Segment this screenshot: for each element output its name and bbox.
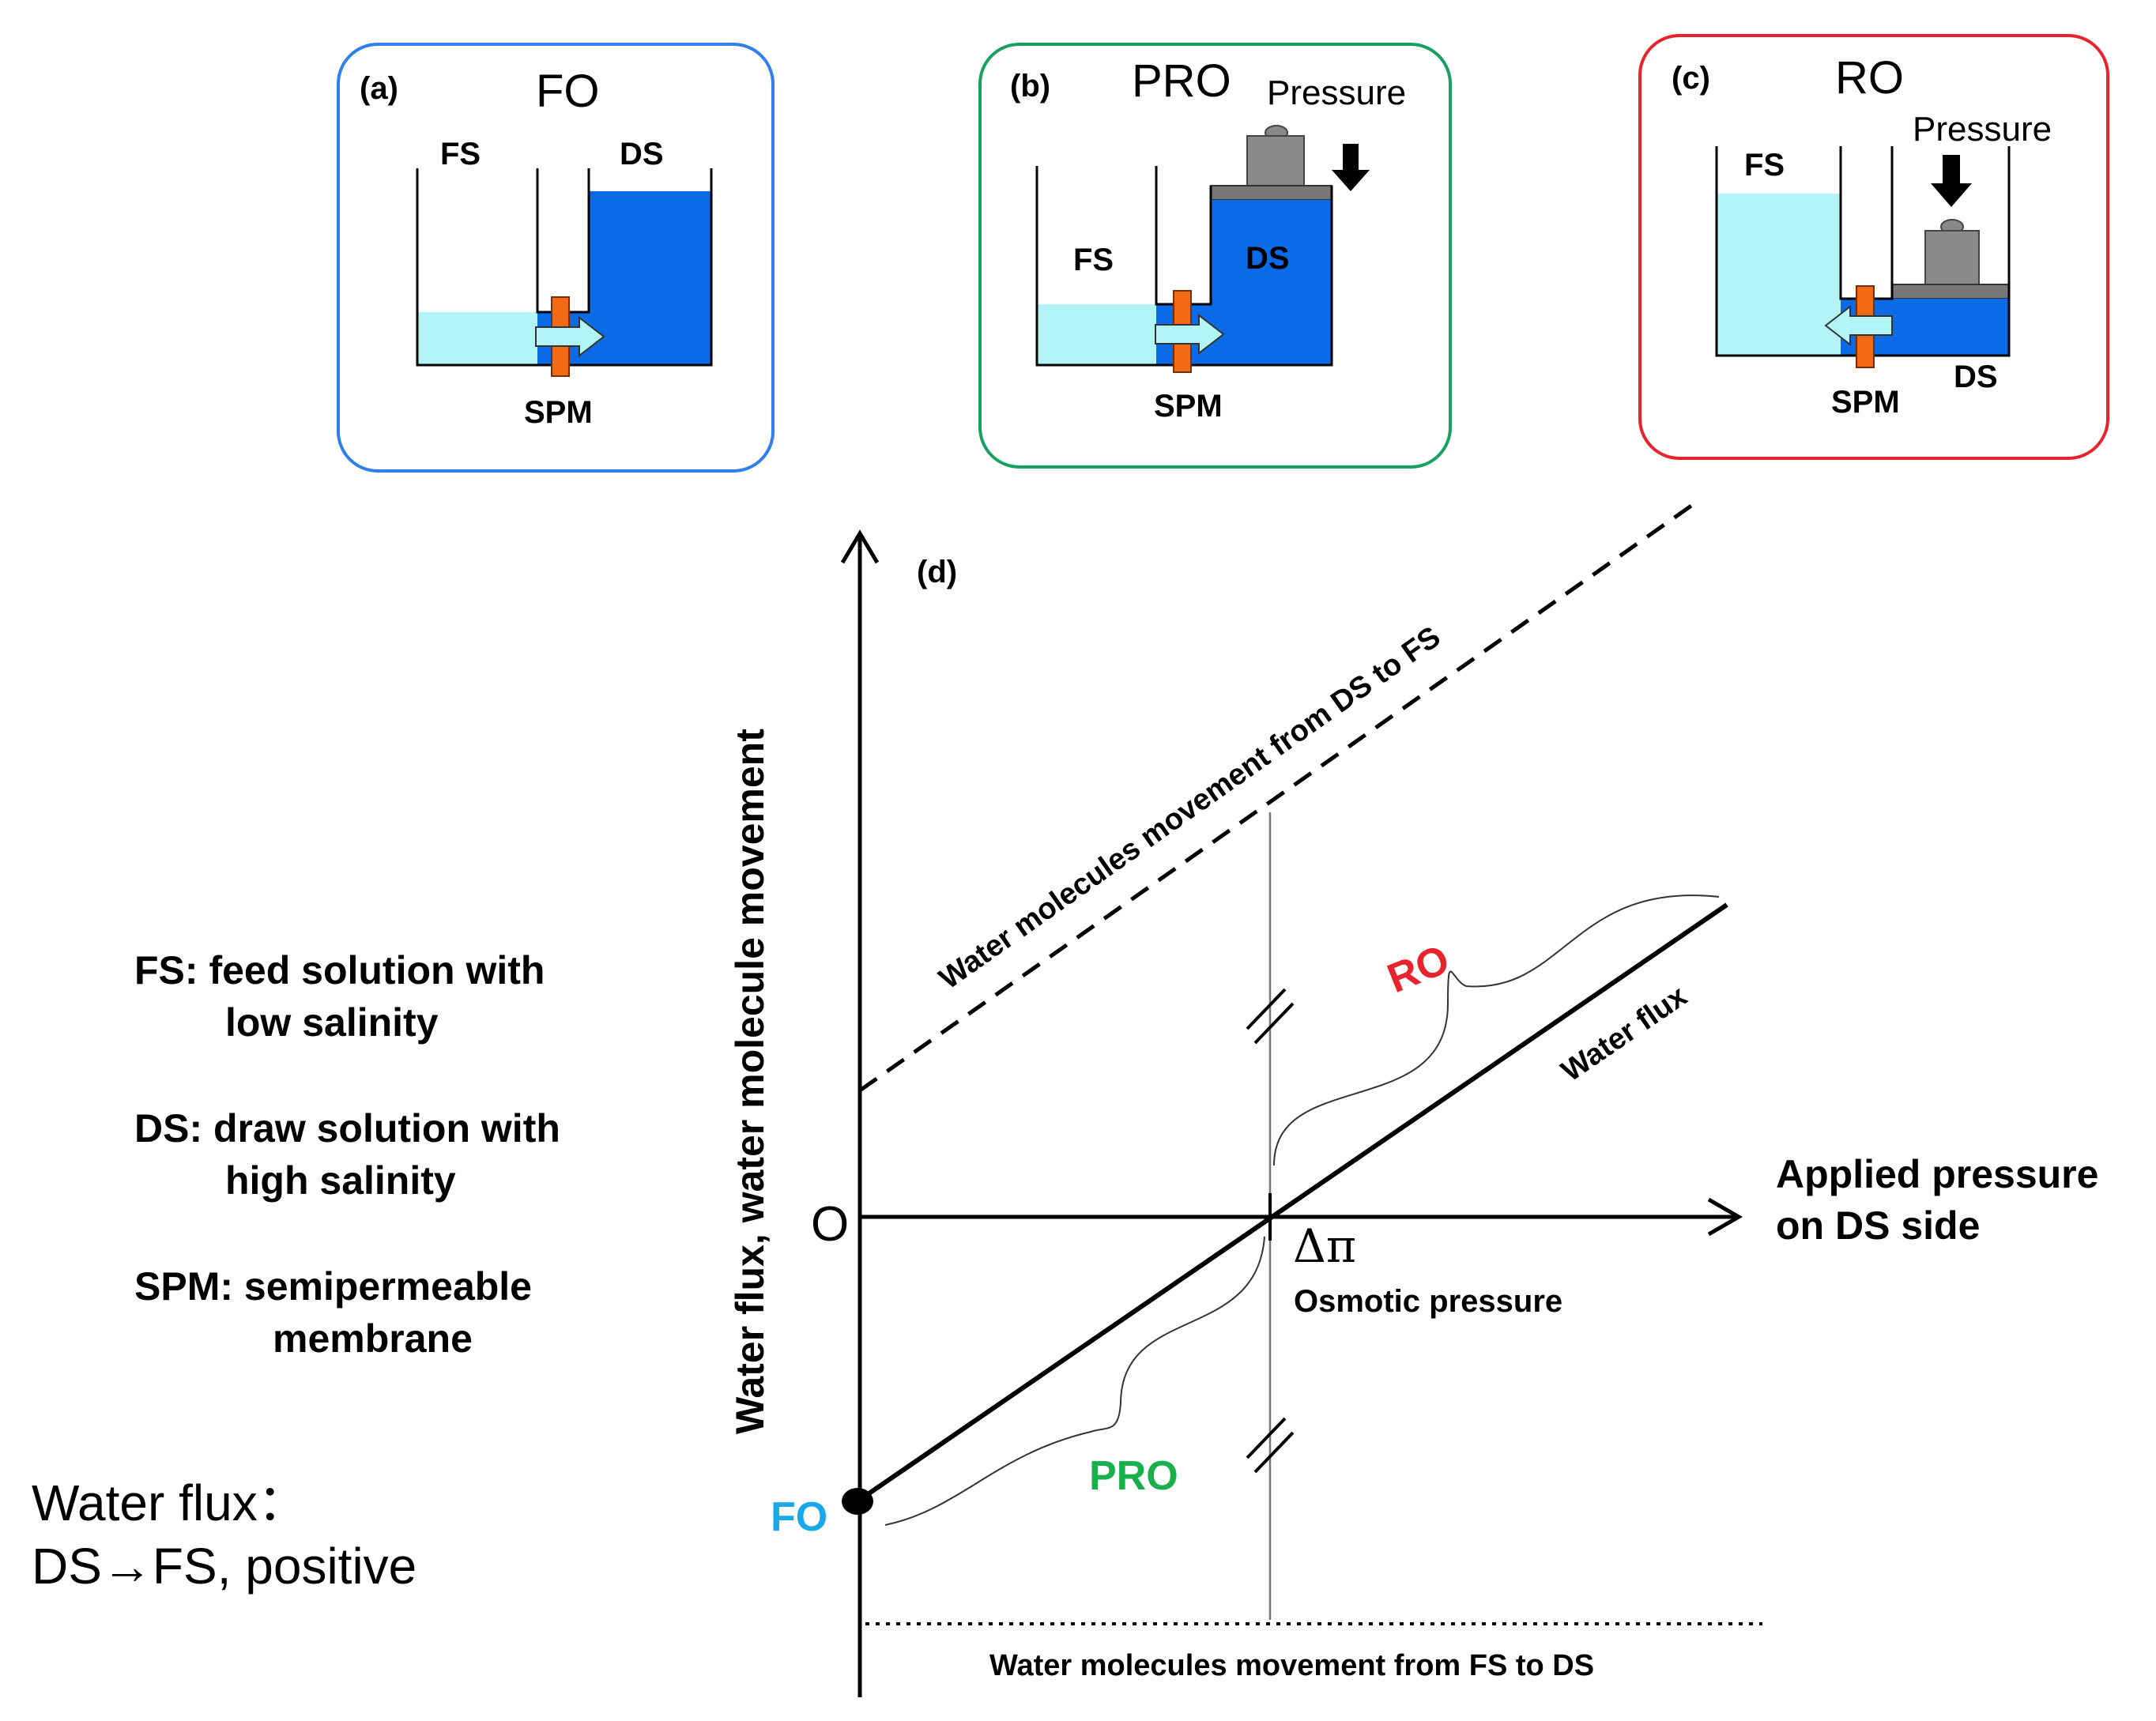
panel-pro-piston [1210,185,1332,201]
panel-ro-weight [1924,230,1980,285]
panel-fo-letter: (a) [360,71,398,106]
panel-ro-feed-solution [1717,194,1841,356]
break-mark-upper-1 [1246,988,1287,1030]
water-flux-note: Water flux： DS→FS, positive [32,1471,585,1598]
legend-item-ds: DS: draw solution with high salinity [134,1102,688,1207]
legend-spm-term: SPM: [134,1264,233,1309]
ro-region-label: RO [1381,936,1456,1002]
pro-region-label: PRO [1089,1453,1178,1499]
panel-fo-fs-label: FS [440,137,481,171]
legend-ds-term: DS: [134,1106,203,1150]
abbreviation-legend: FS: feed solution with low salinity DS: … [134,944,688,1418]
panel-ro-border [1638,34,2109,460]
panel-ro-divider [1839,146,1894,300]
panel-ro-pressure-arrow [1931,155,1972,207]
panel-ro-fs-label: FS [1744,148,1785,183]
delta-pi-label: Δπ [1293,1219,1356,1273]
water-flux-note-line1: Water flux： [32,1474,308,1531]
panel-fo-draw-solution [589,191,711,365]
panel-pro-weight [1246,135,1305,186]
origin-label: O [811,1197,849,1252]
panel-pro-border [978,43,1452,469]
panel-fo-spm-label: SPM [524,395,593,430]
panel-fo-flow-arrow [535,315,605,358]
break-mark-lower-2 [1253,1431,1295,1474]
panel-pro-flow-arrow [1155,313,1225,356]
panel-fo-title: FO [536,66,600,117]
panel-pro-feed-solution [1037,304,1156,365]
panel-pro-draw-solution [1211,200,1332,365]
legend-fs-desc2: low salinity [225,1000,439,1045]
water-flux-note-line2: DS→FS, positive [32,1538,417,1595]
panel-pro-pressure-arrow [1332,144,1370,191]
panel-fo-divider [536,168,590,314]
panel-fo-feed-solution [417,312,537,365]
legend-fs-line1: FS: feed solution with [134,944,688,996]
panel-fo-ds-label: DS [620,137,664,171]
panel-fo: (a) FO FS DS SPM [337,43,775,473]
legend-ds-desc1: draw solution with [213,1106,560,1150]
panel-fo-border [337,43,775,473]
legend-spm-line1: SPM: semipermeable [134,1260,688,1312]
water-flux-label: Water flux [1555,980,1693,1089]
fo-region-label: FO [771,1494,827,1540]
legend-item-fs: FS: feed solution with low salinity [134,944,688,1049]
fo-point [842,1488,873,1515]
dashed-line-ds-to-fs [858,503,1693,1093]
panel-pro: (b) PRO Pressure FS DS SPM [978,43,1452,469]
panel-ro-letter: (c) [1672,61,1710,96]
y-axis-arrowhead [840,529,880,564]
osmotic-pressure-label: Osmotic pressure [1294,1284,1562,1319]
graph-d: (d) O Δπ Osmotic pressure Applied pressu… [728,503,2098,1697]
panel-pro-fs-label: FS [1073,243,1114,277]
y-axis-label: Water flux, water molecule movement [728,729,772,1434]
legend-ds-line1: DS: draw solution with [134,1102,688,1154]
legend-fs-term: FS: [134,948,198,992]
dashed-line-label: Water molecules movement from DS to FS [933,620,1446,996]
panel-ro-title: RO [1835,52,1904,104]
x-axis-arrowhead [1707,1197,1743,1237]
legend-item-spm: SPM: semipermeable membrane [134,1260,688,1365]
panel-ro-spm-label: SPM [1831,385,1900,420]
panel-ro-pressure-label: Pressure [1913,110,2052,149]
panel-pro-spm-label: SPM [1154,389,1223,424]
panel-pro-letter: (b) [1010,69,1050,104]
panel-pro-title: PRO [1132,55,1231,107]
x-axis-label-line1: Applied pressure [1776,1152,2098,1196]
legend-fs-desc1: feed solution with [209,948,545,992]
pro-brace [884,1236,1265,1526]
legend-spm-desc2: membrane [273,1316,473,1361]
dotted-line-label: Water molecules movement from FS to DS [989,1649,1594,1682]
break-mark-upper-2 [1253,1002,1295,1045]
panel-ro: (c) RO Pressure FS DS SPM [1638,34,2109,460]
graph-panel-label: (d) [917,555,957,589]
panel-ro-ds-label: DS [1954,360,1998,394]
legend-ds-desc2: high salinity [225,1158,456,1203]
panel-pro-divider [1155,166,1212,306]
water-flux-line [856,902,1728,1504]
panel-pro-ds-label: DS [1246,241,1290,276]
panel-ro-flow-arrow [1824,304,1893,347]
x-axis-label-line2: on DS side [1776,1203,1980,1248]
panel-pro-pressure-label: Pressure [1267,73,1406,112]
ro-brace [1273,894,1720,1166]
break-mark-lower-1 [1246,1417,1287,1459]
legend-spm-desc1: semipermeable [243,1264,532,1309]
panel-ro-piston [1891,284,2010,299]
